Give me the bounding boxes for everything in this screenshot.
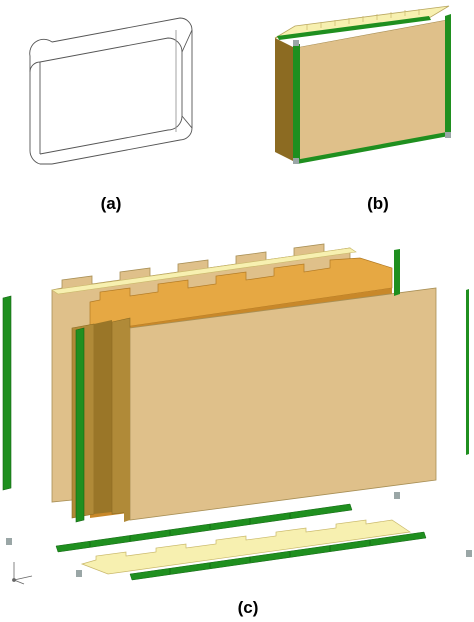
orange-core-top <box>89 257 393 333</box>
xyz-axis-icon <box>12 562 33 585</box>
caption-b: (b) <box>367 194 389 213</box>
box-left-face <box>275 38 295 162</box>
figure-c-exploded-view <box>0 232 474 592</box>
loose-green-strip-left <box>2 295 12 491</box>
wire-back-outline <box>51 17 193 165</box>
box-top-notches <box>306 9 420 30</box>
bottom-cream-tray <box>80 519 411 575</box>
front-panel-edge <box>124 328 130 522</box>
bottom-green-rail-2 <box>129 531 427 581</box>
wire-top-right-link <box>181 29 193 53</box>
wire-left-cap-inner <box>29 61 41 73</box>
front-cardboard-panel <box>129 287 437 521</box>
loose-green-strip-right <box>466 289 469 455</box>
clip-4 <box>76 570 82 577</box>
exploded-view-drawing <box>2 243 472 585</box>
clip-3 <box>6 538 12 545</box>
wire-left-cap <box>29 38 53 165</box>
box-corner-clip-2 <box>445 132 451 138</box>
clip-1 <box>394 492 400 499</box>
box-corner-clip-3 <box>293 40 299 46</box>
wireframe-capsule-drawing <box>29 17 193 165</box>
box-right-green-strip <box>445 14 451 138</box>
box-top-green-strip <box>277 16 431 40</box>
box-front-face <box>294 19 448 163</box>
box-bottom-green-strip <box>295 132 449 164</box>
figure-a-wireframe <box>0 0 237 190</box>
box-left-green-strip <box>293 44 300 162</box>
back-panel-top-lip <box>51 247 357 295</box>
caption-c: (c) <box>237 598 259 617</box>
fold-column-2 <box>94 320 112 514</box>
clip-2 <box>466 550 472 557</box>
assembled-box-drawing <box>274 5 451 164</box>
inner-green-strip <box>75 327 85 523</box>
top-right-green-strip <box>394 249 400 296</box>
rail-notches <box>89 513 371 574</box>
wire-front-outline <box>39 37 183 155</box>
figure-b-assembled-box <box>237 0 474 190</box>
wire-bottom-right-link <box>181 115 193 129</box>
caption-a: (a) <box>100 194 122 213</box>
box-corner-clip-1 <box>293 158 299 164</box>
